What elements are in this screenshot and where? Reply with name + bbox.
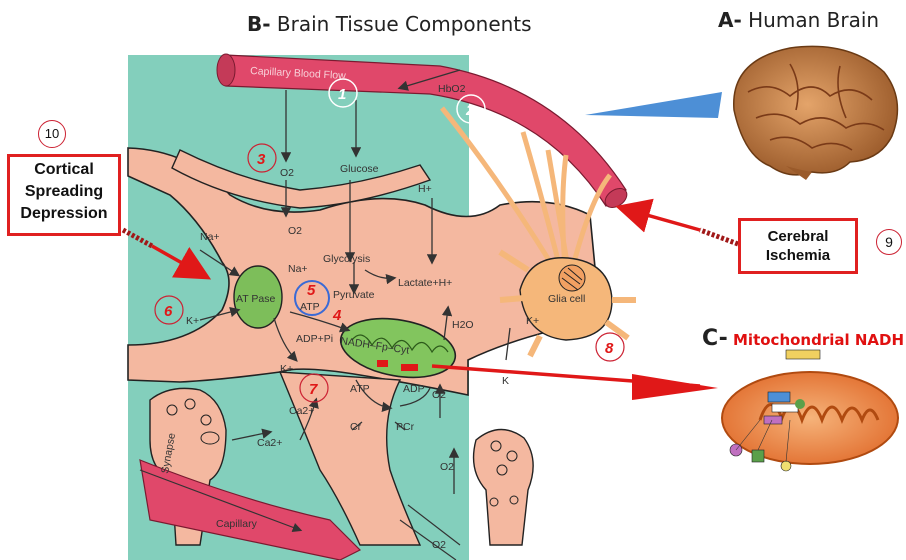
- svg-text:2: 2: [465, 102, 475, 119]
- svg-text:5: 5: [307, 282, 316, 299]
- marker-5: 5: [307, 282, 316, 299]
- ischemia-line-1: Cerebral: [741, 227, 855, 246]
- zoom-wedge: [585, 92, 722, 118]
- marker-8: 8: [596, 333, 624, 361]
- label-k-out: K+: [280, 363, 293, 375]
- label-glucose: Glucose: [340, 163, 379, 175]
- csd-line-3: Depression: [10, 203, 118, 225]
- label-o2-bottom: O2: [432, 539, 446, 551]
- synapse-right: [474, 429, 534, 545]
- human-brain-image: [734, 46, 898, 180]
- label-o2-mid: O2: [288, 225, 302, 237]
- csd-line-1: Cortical: [10, 159, 118, 181]
- marker-4: 4: [332, 307, 342, 324]
- label-atp-pump: ATP: [300, 301, 320, 313]
- svg-text:4: 4: [332, 307, 342, 324]
- cortical-spreading-depression-box: Cortical Spreading Depression: [7, 154, 121, 236]
- svg-text:7: 7: [309, 381, 318, 398]
- label-k-right: K: [502, 375, 509, 387]
- marker-10: 10: [38, 120, 66, 148]
- ischemia-line-2: Ischemia: [741, 246, 855, 265]
- label-ca-upper: Ca2+: [289, 405, 314, 417]
- label-atp-lower: ATP: [350, 383, 370, 395]
- svg-text:3: 3: [257, 151, 266, 168]
- nadh-pointer: [432, 366, 718, 400]
- label-glycolysis: Glycolysis: [323, 253, 370, 265]
- ischemia-pointer: [622, 208, 738, 244]
- label-glia-cell: Glia cell: [548, 293, 585, 305]
- label-cr: Cr: [350, 421, 362, 433]
- csd-line-2: Spreading: [10, 181, 118, 203]
- label-na-in: Na+: [288, 263, 308, 275]
- label-h2o: H2O: [452, 319, 474, 331]
- label-hbo2: HbO2: [438, 83, 466, 95]
- label-o2-right: O2: [432, 389, 446, 401]
- label-pcr: PCr: [396, 421, 415, 433]
- label-na-out: Na+: [200, 231, 220, 243]
- cerebral-ischemia-box: Cerebral Ischemia: [738, 218, 858, 274]
- label-ca-lower: Ca2+: [257, 437, 282, 449]
- label-o2-top: O2: [280, 167, 294, 179]
- svg-text:6: 6: [164, 303, 173, 320]
- svg-text:1: 1: [338, 86, 346, 103]
- marker-9: 9: [876, 229, 902, 255]
- label-adp-lower: ADP: [403, 383, 425, 395]
- label-h-plus: H+: [418, 183, 432, 195]
- label-adp-pi: ADP+Pi: [296, 333, 333, 345]
- label-k-left: K+: [186, 315, 199, 327]
- label-pyruvate: Pyruvate: [333, 289, 375, 301]
- svg-text:8: 8: [605, 340, 614, 357]
- label-o2-low: O2: [440, 461, 454, 473]
- label-k-cell: K+: [526, 315, 539, 327]
- mitochondrion-figure: [722, 350, 898, 471]
- label-capillary: Capillary: [216, 518, 258, 530]
- label-lactate: Lactate+H+: [398, 277, 452, 289]
- label-atpase: AT Pase: [236, 293, 275, 305]
